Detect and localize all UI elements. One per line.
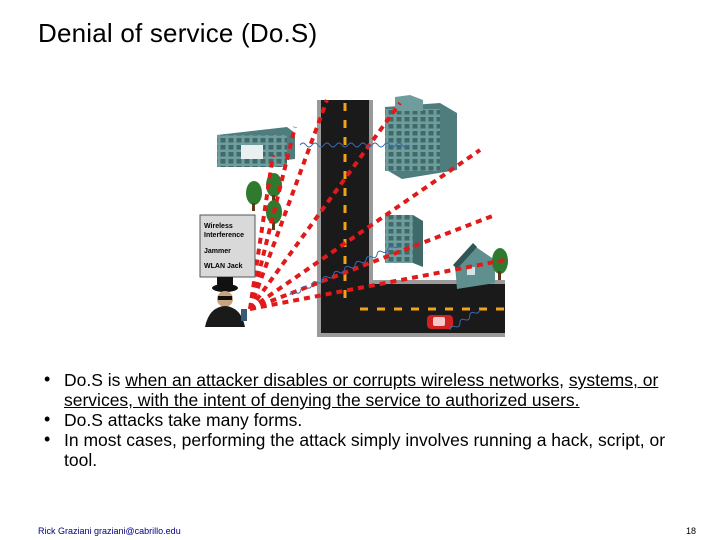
bullet-lead: Do.S (64, 370, 103, 390)
bullet-text-3: In most cases, performing the attack sim… (64, 430, 666, 470)
office-building-left (217, 127, 295, 167)
jammer-sign: Wireless Interference Jammer WLAN Jack (199, 214, 256, 278)
jamming-signal-lines (248, 99, 506, 311)
list-item: • Do.S is when an attacker disables or c… (38, 370, 678, 410)
mid-building (385, 215, 423, 267)
bullet-continuation: systems, or services, with the intent of… (64, 370, 659, 410)
bullet-underlined: when an attacker disables or corrupts wi… (125, 370, 564, 390)
bullet-marker: • (44, 409, 51, 429)
slide-title: Denial of service (Do.S) (38, 18, 318, 48)
bullet-marker: • (44, 369, 51, 389)
tall-building-right (385, 95, 457, 179)
wireless-wave-icon (289, 142, 480, 331)
bullet-list: • Do.S is when an attacker disables or c… (38, 370, 678, 470)
car-icon (427, 315, 453, 329)
bullet-text-2: Do.S attacks take many forms. (64, 410, 303, 430)
bullet-text-1: Do.S is when an attacker disables or cor… (64, 370, 678, 410)
house (453, 243, 495, 289)
road (317, 100, 505, 337)
sign-line-1: Wireless (204, 223, 233, 230)
attacker-icon (205, 277, 247, 327)
bullet-connector: is (102, 370, 126, 390)
sign-line-4: WLAN Jack (204, 263, 243, 270)
list-item: • In most cases, performing the attack s… (38, 430, 678, 470)
list-item: • Do.S attacks take many forms. (38, 410, 678, 430)
dos-illustration: Wireless Interference Jammer WLAN Jack (199, 95, 508, 337)
bullet-marker: • (44, 429, 51, 449)
sign-line-3: Jammer (204, 248, 231, 255)
sign-line-2: Interference (204, 232, 244, 239)
page-number: 18 (685, 526, 696, 536)
footer-author: Rick Graziani graziani@cabrillo.edu (38, 526, 181, 536)
